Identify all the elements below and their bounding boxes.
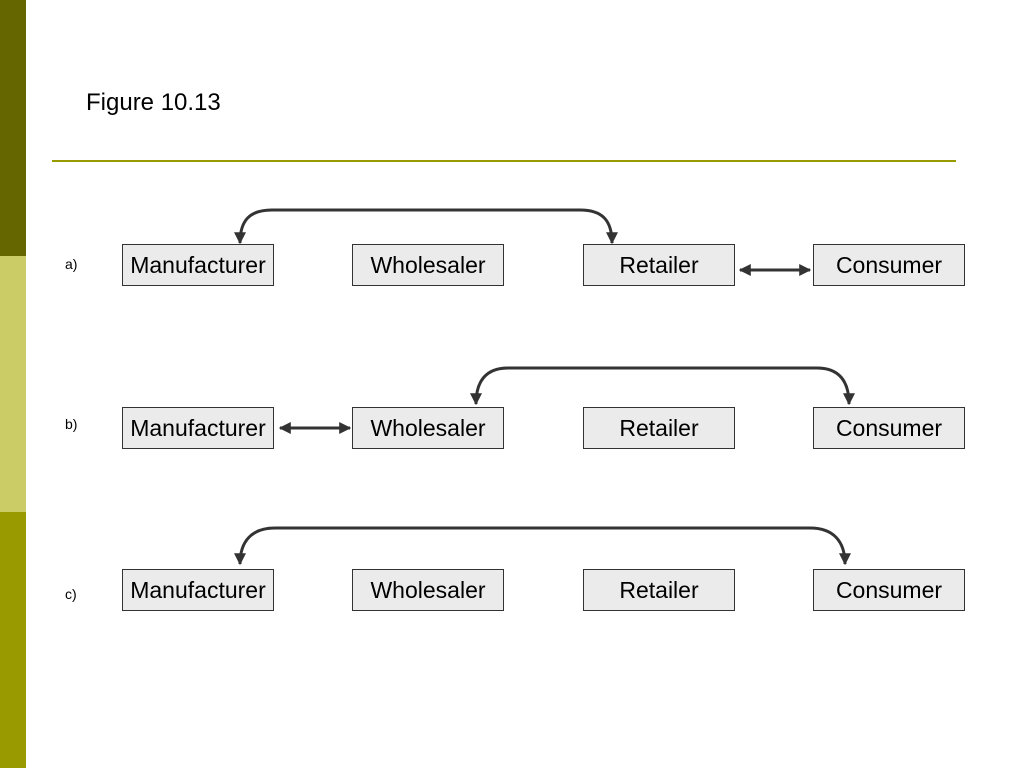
row-c-manufacturer-box: Manufacturer bbox=[122, 569, 274, 611]
row-b-manufacturer-box: Manufacturer bbox=[122, 407, 274, 449]
row-c-consumer-box: Consumer bbox=[813, 569, 965, 611]
title-divider bbox=[52, 160, 956, 162]
row-b-consumer-box: Consumer bbox=[813, 407, 965, 449]
row-a-manufacturer-box: Manufacturer bbox=[122, 244, 274, 286]
left-stripe-middle bbox=[0, 256, 26, 512]
left-stripe-top bbox=[0, 0, 26, 256]
row-b-label: b) bbox=[65, 416, 78, 432]
row-c-wholesaler-box: Wholesaler bbox=[352, 569, 504, 611]
row-b-arc-arrow bbox=[470, 366, 855, 406]
row-c-retailer-box: Retailer bbox=[583, 569, 735, 611]
row-c-label: c) bbox=[65, 586, 77, 602]
row-a-retailer-box: Retailer bbox=[583, 244, 735, 286]
row-a-label: a) bbox=[65, 256, 78, 272]
row-a-wholesaler-box: Wholesaler bbox=[352, 244, 504, 286]
row-b-retailer-box: Retailer bbox=[583, 407, 735, 449]
row-b-wholesaler-box: Wholesaler bbox=[352, 407, 504, 449]
row-c-arc-arrow bbox=[234, 526, 851, 566]
row-a-consumer-box: Consumer bbox=[813, 244, 965, 286]
left-stripe-bottom bbox=[0, 512, 26, 768]
figure-title: Figure 10.13 bbox=[86, 89, 221, 116]
row-a-arc-arrow bbox=[234, 208, 618, 245]
